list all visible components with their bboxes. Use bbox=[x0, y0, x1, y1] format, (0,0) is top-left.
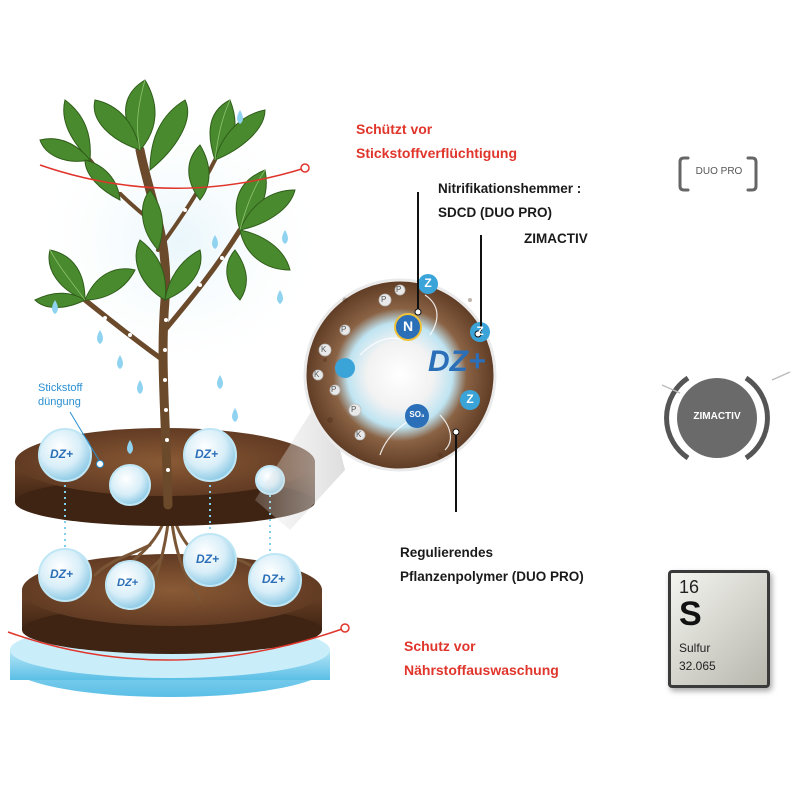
ion-sulfite: SO₃ bbox=[409, 410, 425, 419]
duo-pro-logo-shape bbox=[678, 156, 758, 192]
particle-k-1: K bbox=[321, 345, 327, 354]
granule-label-2: DZ+ bbox=[195, 447, 219, 461]
zimactiv-label: ZIMACTIV bbox=[524, 231, 588, 246]
particle-p-4: P bbox=[341, 325, 347, 334]
volatilization-line-2: Stickstoffverflüchtigung bbox=[356, 145, 518, 161]
leaching-line-1: Schutz vor bbox=[404, 638, 476, 654]
water-droplets bbox=[52, 110, 288, 454]
ion-zinc-1: Z bbox=[424, 276, 432, 290]
zimactiv-logo-shape bbox=[661, 371, 791, 461]
particle-k-2: K bbox=[356, 430, 362, 439]
element-name: Sulfur bbox=[679, 641, 711, 655]
ion-zinc-3: Z bbox=[466, 392, 474, 406]
granule-label-5: DZ+ bbox=[196, 552, 220, 566]
particle-k-3: K bbox=[314, 370, 320, 379]
granules-lower bbox=[38, 533, 302, 610]
duo-pro-logo-text: DUO PRO bbox=[695, 166, 743, 177]
element-number: 16 bbox=[679, 577, 700, 597]
fertilization-line-2: düngung bbox=[38, 396, 81, 408]
sulfur-element-tile: 16 S Sulfur 32.065 bbox=[668, 570, 770, 688]
volatilization-label: Schützt vor Stickstoffverflüchtigung bbox=[356, 117, 517, 165]
particle-p-2: P bbox=[331, 385, 337, 394]
zoom-center-label: DZ+ bbox=[428, 345, 486, 378]
particle-p-3: P bbox=[351, 405, 357, 414]
polymer-line-1: Regulierendes bbox=[400, 545, 494, 560]
nitrification-label: Nitrifikationshemmer : SDCD (DUO PRO) bbox=[438, 177, 581, 225]
leaching-line-2: Nährstoffauswaschung bbox=[404, 662, 559, 678]
polymer-label: Regulierendes Pflanzenpolymer (DUO PRO) bbox=[400, 541, 584, 589]
fertilization-line-1: Stickstoff bbox=[38, 382, 83, 394]
ion-zinc-2: Z bbox=[476, 324, 484, 338]
volatilization-line-1: Schützt vor bbox=[356, 121, 433, 137]
leaching-label: Schutz vor Nährstoffauswaschung bbox=[404, 634, 559, 682]
zimactiv-logo-text: ZIMACTIV bbox=[693, 411, 741, 422]
particle-p-5: P bbox=[396, 285, 402, 294]
granule-label-1: DZ+ bbox=[50, 447, 74, 461]
nitrification-line-1: Nitrifikationshemmer : bbox=[438, 181, 582, 196]
polymer-line-2: Pflanzenpolymer (DUO PRO) bbox=[400, 569, 584, 584]
granule-label-4: DZ+ bbox=[117, 577, 139, 589]
zoom-circle bbox=[303, 274, 497, 472]
nitrification-line-2: SDCD (DUO PRO) bbox=[438, 205, 552, 220]
element-symbol: S bbox=[679, 595, 702, 633]
fertilization-label: Stickstoff düngung bbox=[38, 381, 82, 409]
ion-nitrogen: N bbox=[402, 318, 414, 334]
leaves bbox=[34, 79, 296, 308]
element-mass: 32.065 bbox=[679, 659, 716, 673]
particle-p-1: P bbox=[381, 295, 387, 304]
granule-label-3: DZ+ bbox=[50, 567, 74, 581]
granule-label-6: DZ+ bbox=[262, 572, 286, 586]
